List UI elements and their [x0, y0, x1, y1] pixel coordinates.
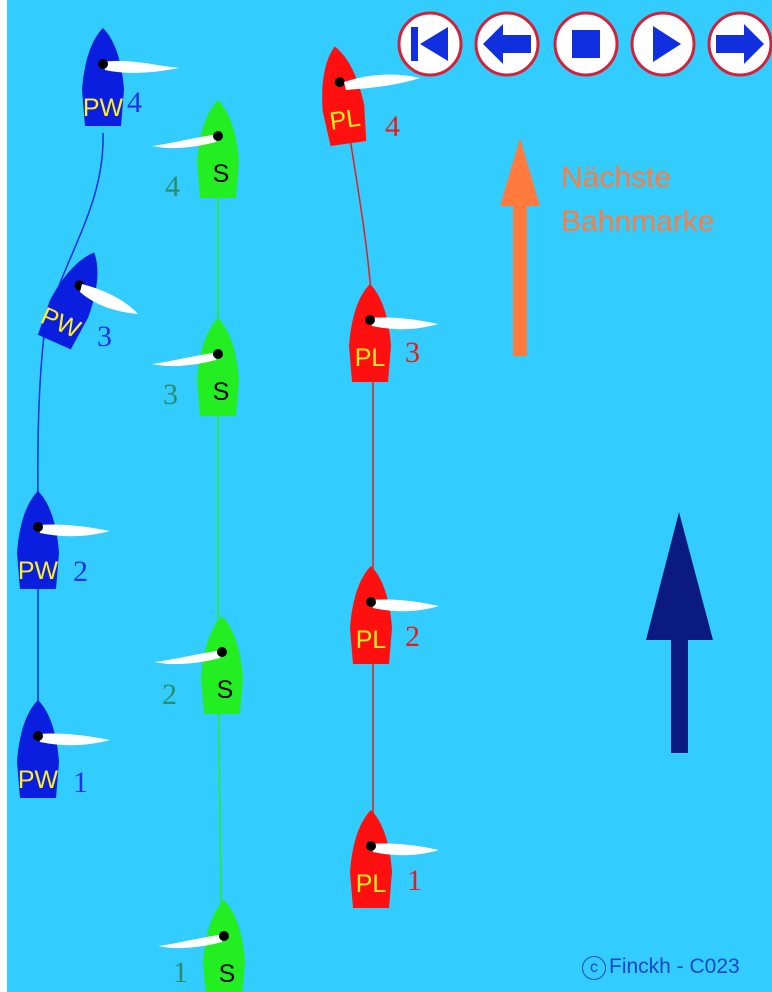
stop-square-icon	[553, 11, 619, 77]
boat-label: PL	[356, 870, 387, 898]
wind-direction-arrow-icon	[646, 512, 713, 753]
sail	[158, 934, 224, 949]
sail	[38, 524, 110, 537]
boat-label: PW	[18, 766, 59, 794]
sail	[152, 352, 218, 367]
boat-label: S	[219, 960, 236, 988]
next-mark-label-line2: Bahnmarke	[561, 205, 715, 238]
sail	[370, 317, 438, 330]
position-number-pl-2: 2	[405, 620, 420, 653]
boat-pw-4: PW	[82, 28, 179, 126]
boat-label: PL	[328, 104, 362, 136]
next-mark-label-line1: Nächste	[561, 161, 672, 194]
sail	[38, 733, 110, 746]
step-back-button[interactable]	[473, 10, 541, 78]
boat-pl-3: PL	[349, 284, 438, 382]
boat-label: S	[213, 160, 230, 188]
boat-label: PW	[18, 557, 59, 585]
boat-label: PL	[356, 626, 387, 654]
sail	[152, 134, 218, 149]
boat-label: PW	[83, 94, 124, 122]
position-number-pl-3: 3	[405, 336, 420, 369]
play-button[interactable]	[629, 10, 697, 78]
copyright-text: Finckh - C023	[609, 955, 740, 978]
copyright-symbol: c	[582, 956, 606, 980]
play-triangle-icon	[630, 11, 696, 77]
arrow-left-icon	[474, 11, 540, 77]
position-number-s-4: 4	[165, 170, 180, 203]
position-number-pl-4: 4	[385, 110, 400, 143]
boat-s-2: S	[154, 616, 243, 714]
boat-pw-3: PW	[35, 243, 114, 351]
sail	[80, 284, 138, 314]
sail	[154, 650, 222, 665]
position-number-s-2: 2	[162, 678, 177, 711]
position-number-pl-1: 1	[407, 864, 422, 897]
sail	[371, 843, 439, 856]
boat-pl-2: PL	[350, 566, 439, 664]
boat-pw-1: PW	[17, 700, 110, 798]
arrow-right-icon	[707, 11, 772, 77]
position-number-pw-1: 1	[73, 766, 88, 799]
playback-controls	[396, 10, 772, 82]
position-number-s-1: 1	[173, 956, 188, 989]
next-mark-arrow-icon	[500, 138, 540, 356]
position-number-s-3: 3	[163, 378, 178, 411]
boat-s-3: S	[152, 318, 239, 416]
sail	[371, 599, 439, 612]
step-forward-button[interactable]	[706, 10, 772, 78]
skip-to-start-button[interactable]	[396, 10, 464, 78]
boat-pw-2: PW	[17, 491, 110, 589]
boat-label: S	[217, 676, 234, 704]
boat-label: S	[213, 378, 230, 406]
s-track-line	[217, 150, 223, 979]
position-number-pw-4: 4	[127, 86, 142, 119]
stop-button[interactable]	[552, 10, 620, 78]
boat-label: PL	[355, 344, 386, 372]
next-mark-label: Nächste Bahnmarke	[561, 156, 771, 244]
position-number-pw-2: 2	[73, 555, 88, 588]
boat-s-1: S	[158, 900, 245, 992]
position-number-pw-3: 3	[97, 320, 112, 353]
boat-pl-4: PL	[313, 43, 370, 147]
sail	[103, 60, 179, 73]
sail	[344, 74, 420, 90]
boat-s-4: S	[152, 100, 239, 198]
boat-pl-1: PL	[350, 810, 439, 908]
skip-to-start-icon	[397, 11, 463, 77]
